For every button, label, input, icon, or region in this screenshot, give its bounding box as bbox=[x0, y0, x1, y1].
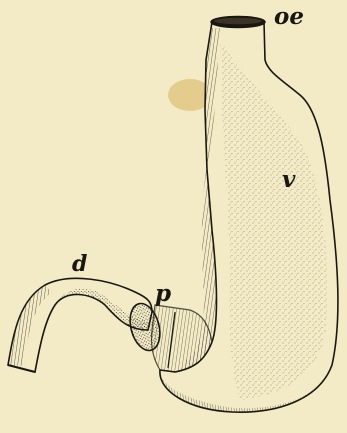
label-ventriculus: v bbox=[282, 168, 295, 191]
label-duodenum: d bbox=[72, 253, 87, 275]
label-oesophagus: oe bbox=[274, 5, 304, 28]
label-pylorus: p bbox=[155, 282, 171, 305]
